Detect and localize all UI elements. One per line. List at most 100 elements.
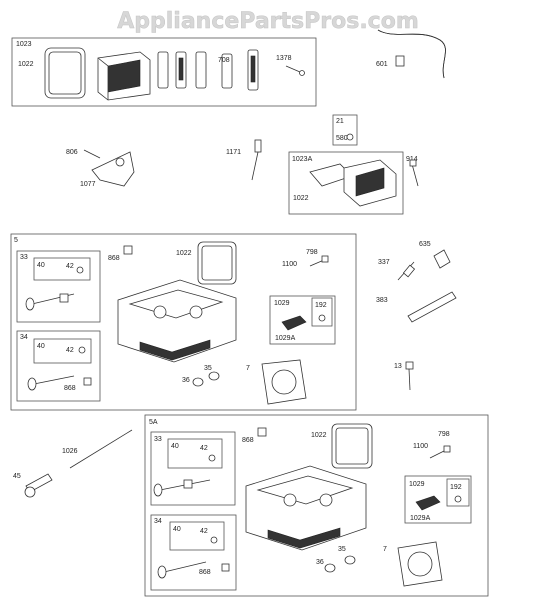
- label-806[interactable]: 806: [66, 149, 78, 156]
- push-rod-tube: [407, 291, 457, 323]
- label-7a[interactable]: 7: [246, 365, 250, 372]
- valve-cover-kit-1023A: [309, 159, 397, 207]
- lifting-bracket: [83, 149, 135, 187]
- label-40c[interactable]: 40: [171, 443, 179, 450]
- label-36b[interactable]: 36: [316, 559, 324, 566]
- group-box-5: [10, 233, 357, 411]
- label-1029a[interactable]: 1029: [274, 300, 290, 307]
- screw-1378: [285, 65, 305, 76]
- label-21[interactable]: 21: [336, 118, 344, 125]
- label-708[interactable]: 708: [218, 57, 230, 64]
- label-798a[interactable]: 798: [306, 249, 318, 256]
- seal-868a: [123, 245, 133, 255]
- breather-tube: [377, 29, 446, 79]
- label-42d[interactable]: 42: [200, 528, 208, 535]
- label-1022d[interactable]: 1022: [311, 432, 327, 439]
- label-1023A[interactable]: 1023A: [292, 156, 313, 163]
- label-192b[interactable]: 192: [450, 484, 462, 491]
- label-34b[interactable]: 34: [154, 518, 162, 525]
- label-34a[interactable]: 34: [20, 334, 28, 341]
- label-7b[interactable]: 7: [383, 546, 387, 553]
- label-1029Ab[interactable]: 1029A: [410, 515, 431, 522]
- bolt-914: [409, 159, 419, 187]
- group-box-33a: [16, 250, 101, 323]
- label-1029b[interactable]: 1029: [409, 481, 425, 488]
- label-1022c[interactable]: 1022: [176, 250, 192, 257]
- label-868b[interactable]: 868: [64, 385, 76, 392]
- label-337[interactable]: 337: [378, 259, 390, 266]
- label-35b[interactable]: 35: [338, 546, 346, 553]
- rocker-stud-b: [429, 445, 451, 459]
- label-868c[interactable]: 868: [242, 437, 254, 444]
- bolt-13: [405, 361, 414, 391]
- label-798b[interactable]: 798: [438, 431, 450, 438]
- intake-valve-a: [25, 266, 84, 311]
- head-gasket-b: [397, 541, 443, 587]
- label-192a[interactable]: 192: [315, 302, 327, 309]
- group-box-40c: [167, 438, 223, 469]
- group-box-34a: [16, 330, 101, 402]
- group-box-1023: [11, 37, 317, 107]
- label-1378[interactable]: 1378: [276, 55, 292, 62]
- label-601[interactable]: 601: [376, 61, 388, 68]
- cylinder-head-5: [117, 279, 237, 363]
- cover-gasket-5: [197, 241, 237, 285]
- label-42b[interactable]: 42: [66, 347, 74, 354]
- label-868a[interactable]: 868: [108, 255, 120, 262]
- seal-868c: [257, 427, 267, 437]
- group-box-192b: [446, 478, 470, 507]
- label-40a[interactable]: 40: [37, 262, 45, 269]
- group-box-1029a: [269, 295, 336, 345]
- label-1100a[interactable]: 1100: [282, 261, 297, 268]
- rocker-arm-b: [415, 495, 441, 511]
- label-1022-gasket-b[interactable]: 1022: [293, 195, 309, 202]
- rocker-arm-a: [281, 315, 307, 331]
- head-gasket-a: [261, 359, 307, 405]
- group-box-1029b: [404, 475, 472, 524]
- label-42c[interactable]: 42: [200, 445, 208, 452]
- group-box-40b: [33, 338, 92, 364]
- cover-gasket-5A: [331, 423, 373, 469]
- group-box-33b: [150, 431, 236, 506]
- label-1023[interactable]: 1023: [16, 41, 32, 48]
- cylinder-head-5A: [245, 465, 367, 551]
- label-5[interactable]: 5: [14, 237, 18, 244]
- group-box-40d: [169, 521, 225, 551]
- breather-parts: [157, 49, 259, 91]
- push-rod-1026: [69, 429, 133, 469]
- label-5A[interactable]: 5A: [149, 419, 158, 426]
- label-1100b[interactable]: 1100: [413, 443, 428, 450]
- label-35a[interactable]: 35: [204, 365, 212, 372]
- group-box-34b: [150, 514, 237, 591]
- exhaust-valve-b: [157, 536, 230, 579]
- label-1171[interactable]: 1171: [226, 149, 241, 156]
- rocker-stud-a: [309, 255, 329, 267]
- springs-b: [324, 555, 356, 573]
- label-33a[interactable]: 33: [20, 254, 28, 261]
- label-1077[interactable]: 1077: [80, 181, 96, 188]
- spark-plug: [397, 261, 416, 281]
- label-868d[interactable]: 868: [199, 569, 211, 576]
- spark-plug-boot: [433, 249, 451, 269]
- label-1026[interactable]: 1026: [62, 448, 78, 455]
- label-36a[interactable]: 36: [182, 377, 190, 384]
- label-1029Aa[interactable]: 1029A: [275, 335, 296, 342]
- stud-1171: [251, 139, 262, 181]
- valve-cover-gasket: [44, 47, 86, 99]
- valve-cover: [97, 51, 151, 101]
- label-42a[interactable]: 42: [66, 263, 74, 270]
- label-40b[interactable]: 40: [37, 343, 45, 350]
- label-383[interactable]: 383: [376, 297, 388, 304]
- label-580[interactable]: 580: [336, 135, 348, 142]
- label-914[interactable]: 914: [406, 156, 418, 163]
- label-1022-gasket[interactable]: 1022: [18, 61, 34, 68]
- label-13[interactable]: 13: [394, 363, 402, 370]
- nut-192a: [318, 314, 326, 322]
- label-33b[interactable]: 33: [154, 436, 162, 443]
- nut-192b: [454, 495, 462, 503]
- label-635[interactable]: 635: [419, 241, 431, 248]
- label-40d[interactable]: 40: [173, 526, 181, 533]
- label-45[interactable]: 45: [13, 473, 21, 480]
